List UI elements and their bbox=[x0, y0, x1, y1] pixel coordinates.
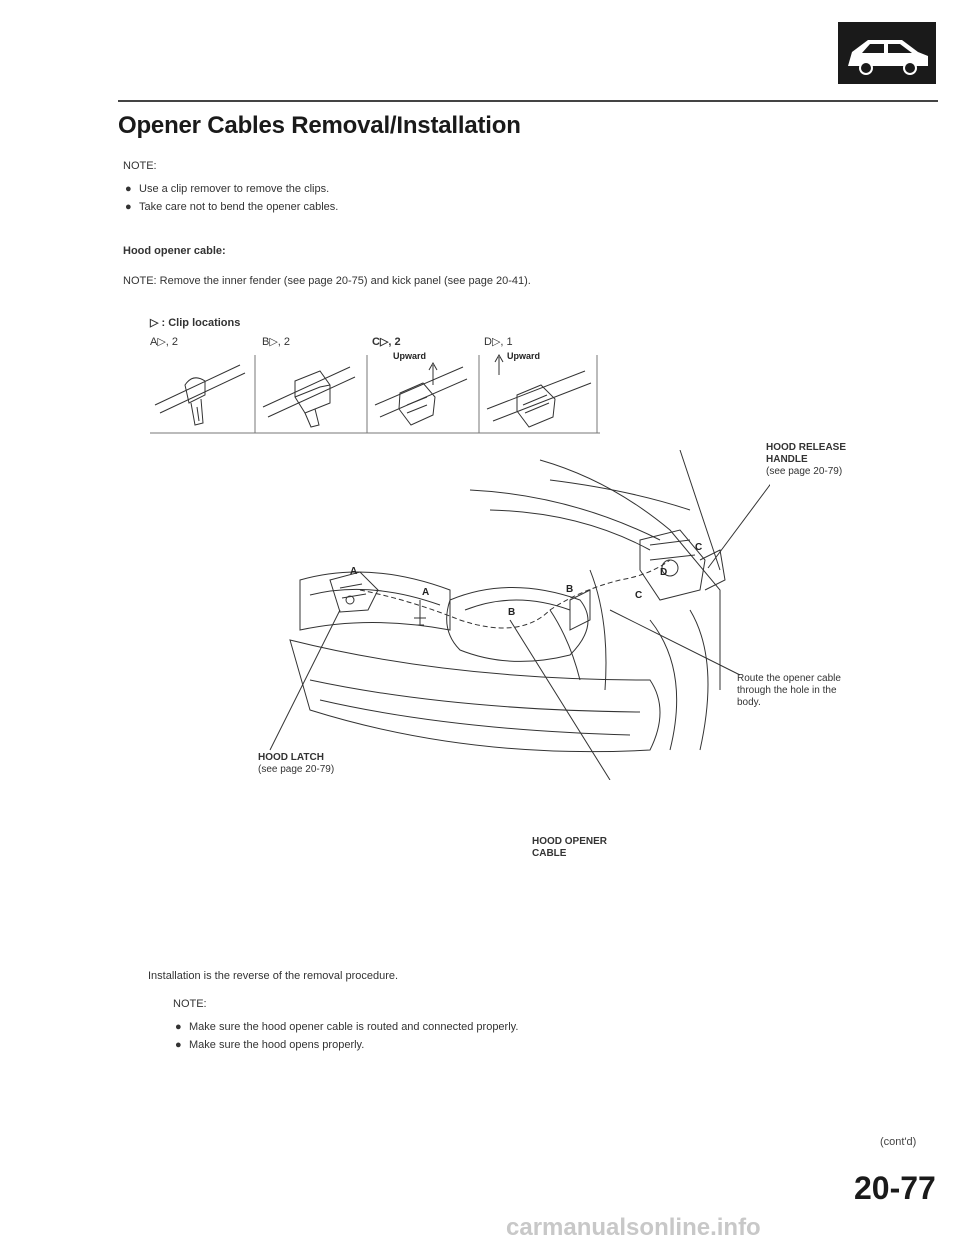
callout-route-cable: Route the opener cable through the hole … bbox=[737, 673, 841, 708]
clip-legend: ▷ : Clip locations bbox=[150, 317, 241, 329]
bullet-icon: ● bbox=[175, 1039, 182, 1051]
list-item: ● Make sure the hood opener cable is rout… bbox=[173, 1018, 518, 1036]
note-list: ● Use a clip remover to remove the clips.… bbox=[123, 180, 338, 216]
bullet-icon: ● bbox=[175, 1021, 182, 1033]
clip-detail-diagrams: Upward Upward bbox=[150, 351, 600, 434]
bullet-icon: ● bbox=[125, 201, 132, 213]
callout-title: HANDLE bbox=[766, 454, 808, 465]
removal-note: NOTE: Remove the inner fender (see page … bbox=[123, 275, 531, 287]
callout-hood-release-handle: HOOD RELEASE HANDLE (see page 20-79) bbox=[766, 442, 846, 478]
note-label: NOTE: bbox=[173, 998, 207, 1010]
section-heading: Hood opener cable: bbox=[123, 245, 226, 257]
clip-marker-d: D bbox=[660, 567, 667, 578]
list-item: ● Make sure the hood opens properly. bbox=[173, 1036, 518, 1054]
page-number: 20-77 bbox=[854, 1170, 936, 1206]
clip-marker-a: A bbox=[350, 566, 357, 577]
callout-title: HOOD RELEASE bbox=[766, 442, 847, 453]
callout-ref: (see page 20-79) bbox=[766, 466, 843, 477]
callout-title: CABLE bbox=[532, 848, 567, 859]
car-section-icon bbox=[838, 22, 936, 84]
callout-hood-opener-cable: HOOD OPENER CABLE bbox=[532, 836, 607, 860]
header-rule bbox=[118, 100, 938, 102]
clip-marker-b: B bbox=[566, 584, 573, 595]
upward-label-d: Upward bbox=[507, 351, 540, 361]
clip-marker-a2: A bbox=[422, 587, 429, 598]
installation-note-list: ● Make sure the hood opener cable is rout… bbox=[173, 1018, 518, 1054]
bullet-icon: ● bbox=[125, 183, 132, 195]
clip-marker-b2: B bbox=[508, 607, 515, 618]
callout-title: HOOD LATCH bbox=[258, 752, 324, 763]
note-item-text: Use a clip remover to remove the clips. bbox=[139, 183, 330, 195]
upward-label-c: Upward bbox=[393, 351, 426, 361]
callout-title: HOOD OPENER bbox=[532, 836, 608, 847]
list-item: ● Take care not to bend the opener cables… bbox=[123, 198, 338, 216]
page-title: Opener Cables Removal/Installation bbox=[118, 112, 521, 139]
clip-marker-c: C bbox=[695, 542, 702, 553]
callout-ref: (see page 20-79) bbox=[258, 764, 335, 775]
clip-marker-c2: C bbox=[635, 590, 642, 601]
clip-c-label: C▷, 2 bbox=[372, 336, 401, 348]
front-end-diagram: A A B B C C D bbox=[269, 450, 770, 780]
note-item-text: Take care not to bend the opener cables. bbox=[139, 201, 339, 213]
note-item-text: Make sure the hood opener cable is route… bbox=[189, 1021, 519, 1033]
callout-hood-latch: HOOD LATCH (see page 20-79) bbox=[258, 752, 334, 776]
note-label: NOTE: bbox=[123, 160, 157, 172]
watermark: carmanualsonline.info bbox=[506, 1214, 761, 1241]
installation-text: Installation is the reverse of the remov… bbox=[148, 970, 399, 982]
clip-b-label: B▷, 2 bbox=[262, 336, 291, 348]
list-item: ● Use a clip remover to remove the clips. bbox=[123, 180, 338, 198]
note-item-text: Make sure the hood opens properly. bbox=[189, 1039, 365, 1051]
clip-a-label: A▷, 2 bbox=[150, 336, 179, 348]
continued-marker: (cont'd) bbox=[880, 1136, 917, 1148]
clip-d-label: D▷, 1 bbox=[484, 336, 513, 348]
